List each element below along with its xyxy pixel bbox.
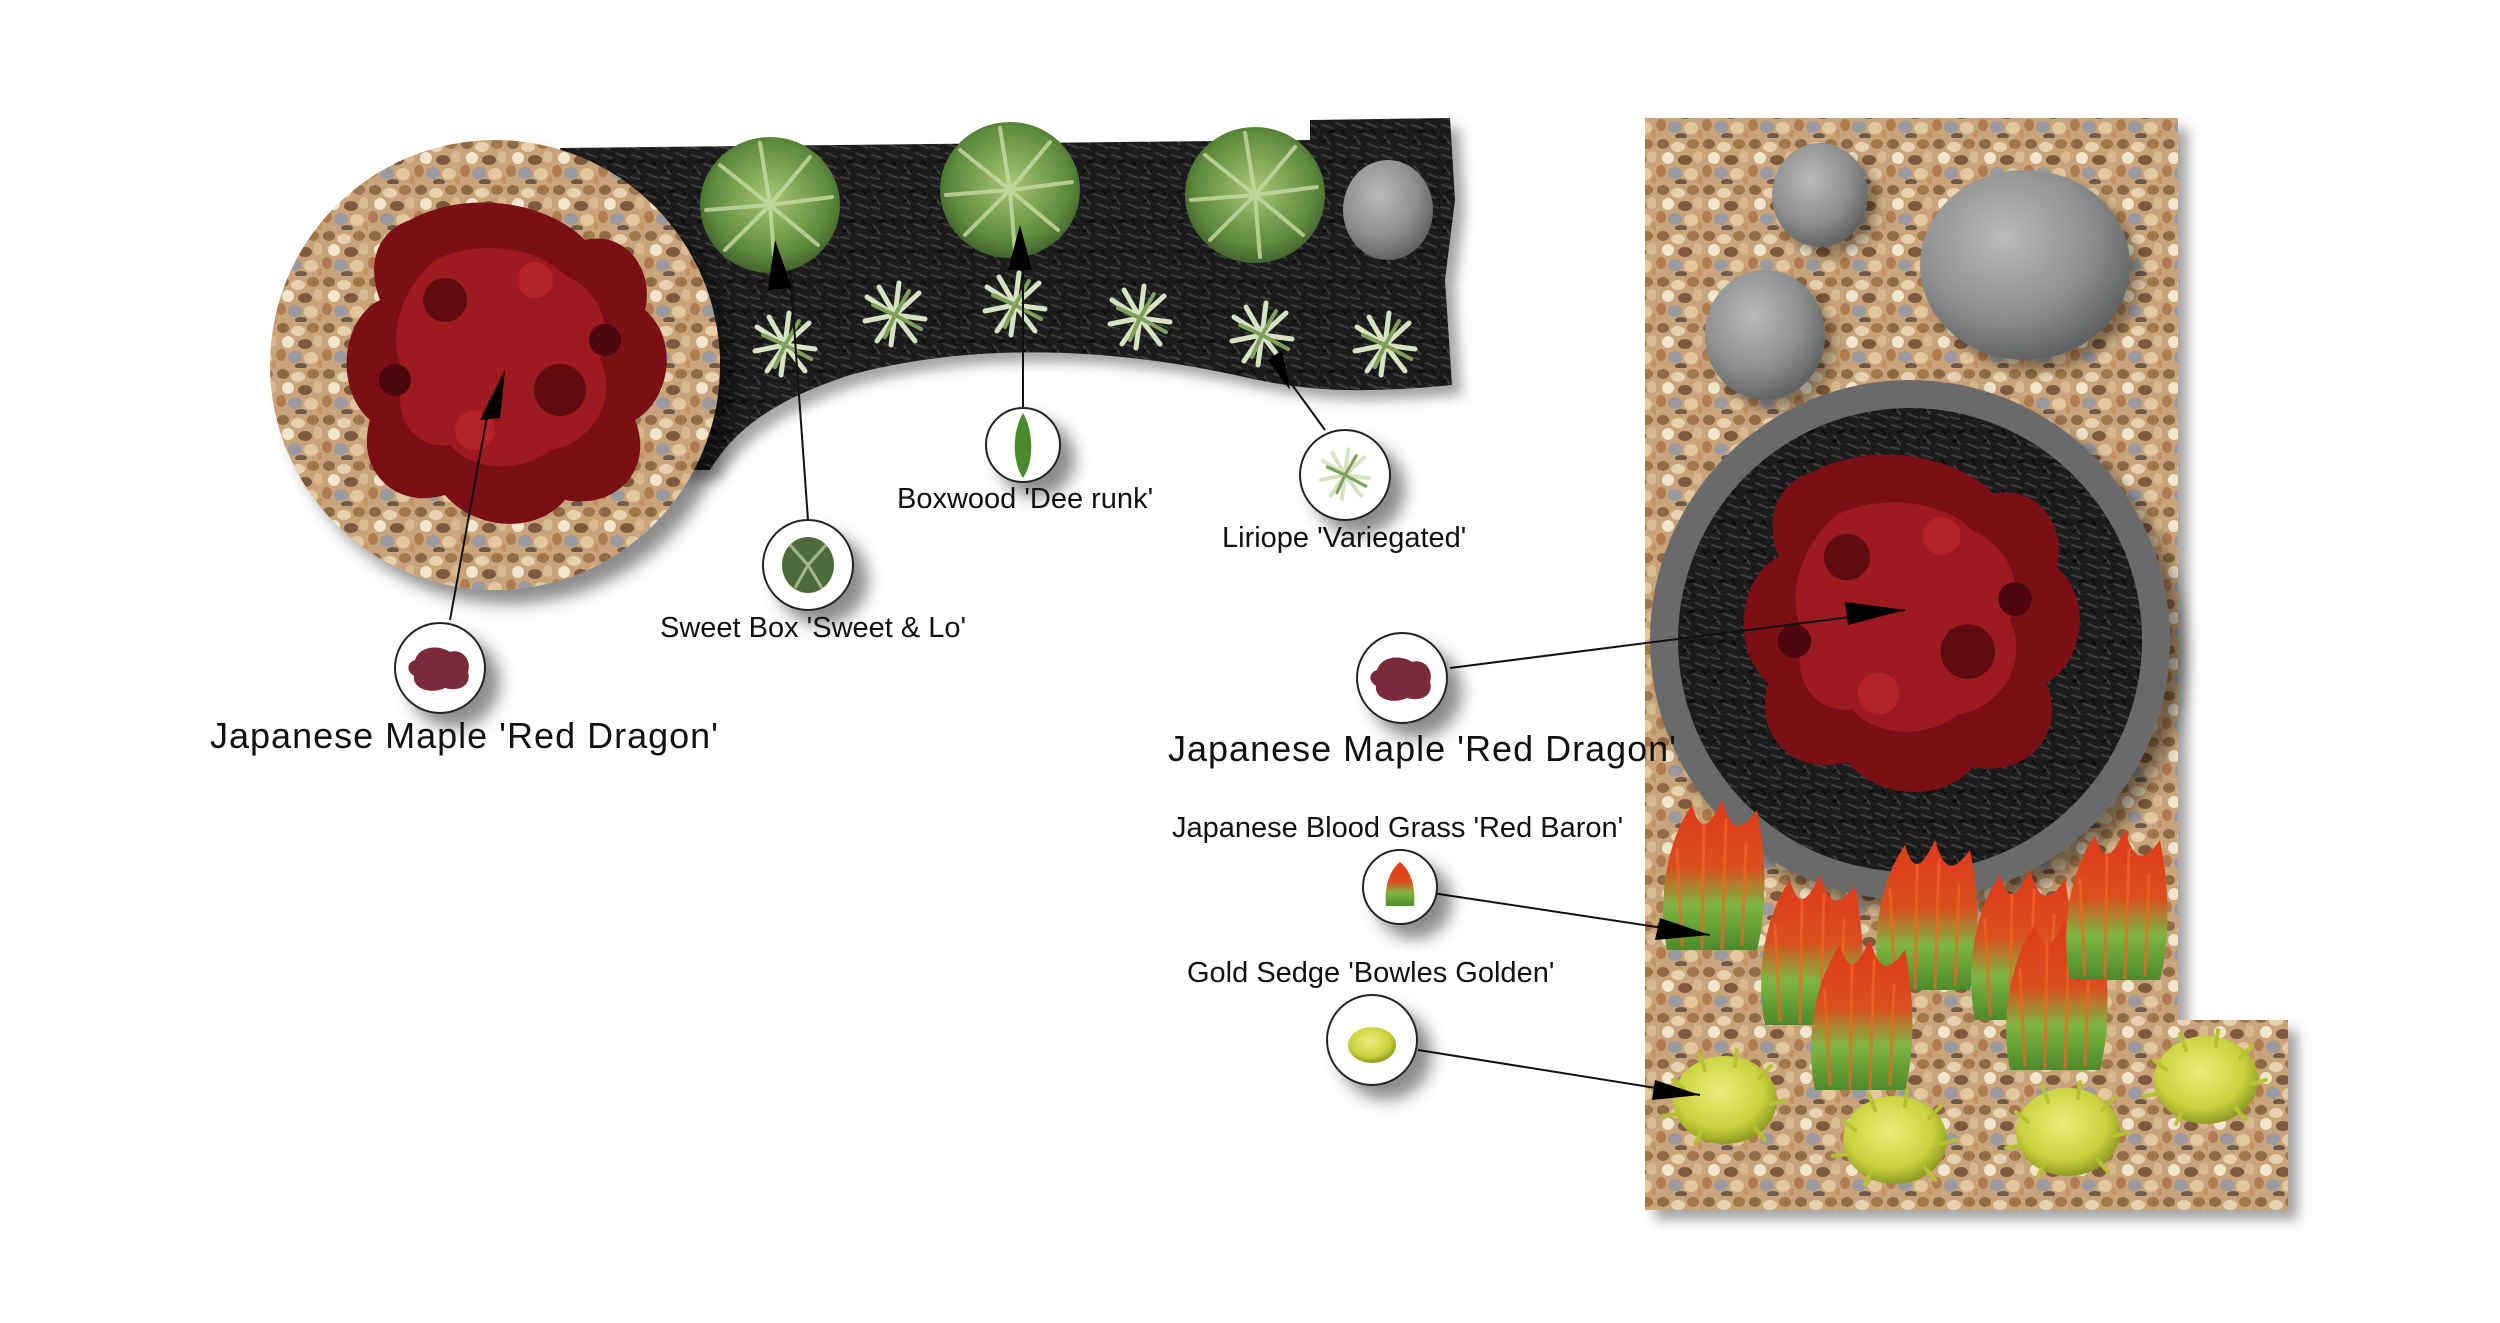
callout-boxwood <box>985 407 1061 483</box>
boulder-left-bed <box>1343 160 1433 260</box>
label-japanese-maple-left: Japanese Maple 'Red Dragon' <box>210 715 720 756</box>
boxwood-2 <box>938 120 1082 260</box>
leader-lines <box>449 250 1906 1096</box>
label-liriope: Liriope 'Variegated' <box>1222 522 1467 554</box>
leader-arrowheads <box>480 225 1905 1100</box>
right-planting-bed <box>1645 118 2288 1210</box>
callout-blood-grass <box>1362 849 1438 925</box>
boulder-2 <box>1920 170 2130 360</box>
boulder-1 <box>1772 143 1868 247</box>
boxwood-1 <box>698 135 842 275</box>
japanese-maple-left <box>346 202 667 524</box>
label-japanese-maple-right: Japanese Maple 'Red Dragon' <box>1168 728 1678 769</box>
label-gold-sedge: Gold Sedge 'Bowles Golden' <box>1187 957 1555 989</box>
label-boxwood: Boxwood 'Dee runk' <box>897 483 1154 515</box>
boulder-3 <box>1705 270 1825 400</box>
label-sweet-box: Sweet Box 'Sweet & Lo' <box>660 612 967 644</box>
callout-sweet-box <box>762 519 854 611</box>
boxwood-3 <box>1183 125 1327 265</box>
callout-maple-left <box>394 622 486 714</box>
callout-maple-right <box>1356 632 1448 724</box>
callout-gold-sedge <box>1326 994 1418 1086</box>
label-blood-grass: Japanese Blood Grass 'Red Baron' <box>1172 812 1624 844</box>
left-planting-bed <box>270 118 1455 590</box>
callout-liriope <box>1299 429 1391 521</box>
